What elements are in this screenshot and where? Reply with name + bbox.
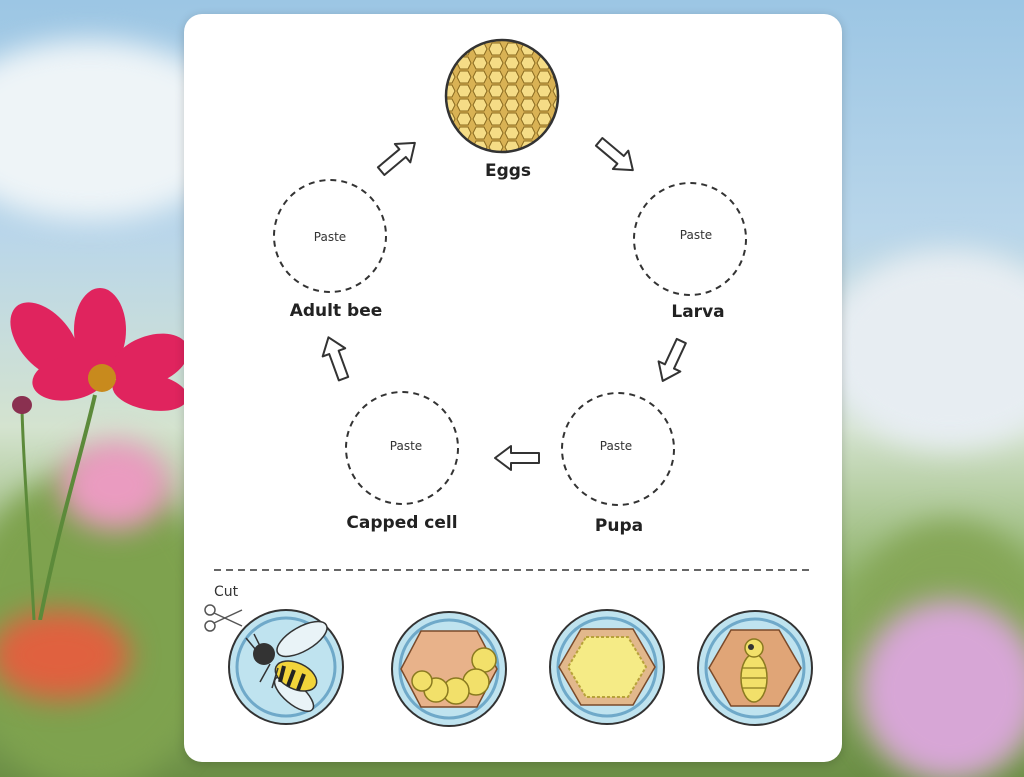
stage-label-larva: Larva [671,302,724,322]
paste-slot-pupa[interactable]: Paste [561,392,675,506]
paste-slot-adult-bee[interactable]: Paste [273,179,387,293]
pink-flower [10,288,189,620]
larva-icon [411,647,497,705]
arrow-pupa-to-capped-cell-icon [494,445,540,471]
arrow-capped-cell-to-adult-bee-icon [321,336,350,382]
cutout-capped-cell[interactable] [549,609,665,725]
svg-text:Paste: Paste [390,439,422,453]
stage-label-capped-cell: Capped cell [346,513,457,533]
cutout-pupa[interactable] [697,610,813,726]
eggs-honeycomb-image [444,38,560,154]
paste-slot-capped-cell[interactable]: Paste [345,391,459,505]
pupa-icon [740,638,768,703]
cut-label: Cut [214,584,239,600]
scissors-icon [204,604,243,632]
cutout-larva[interactable] [391,611,507,727]
cutout-adult-bee[interactable] [228,609,344,725]
capped-cell-icon [566,636,648,698]
arrow-larva-to-pupa-icon [657,337,687,382]
stage-label-adult-bee: Adult bee [290,301,383,321]
bee-icon [245,620,328,712]
svg-text:Paste: Paste [600,439,632,453]
stage-label-eggs: Eggs [485,161,531,181]
paste-slot-larva[interactable]: Paste [633,182,747,296]
arrow-eggs-to-larva-icon [594,137,634,172]
arrow-adult-bee-to-eggs-icon [376,141,416,176]
bee-lifecycle-worksheet: Eggs Paste Larva Paste Pupa Paste Capped… [184,14,842,762]
stage-label-pupa: Pupa [595,516,643,536]
svg-text:Paste: Paste [680,228,712,242]
svg-text:Paste: Paste [314,230,346,244]
